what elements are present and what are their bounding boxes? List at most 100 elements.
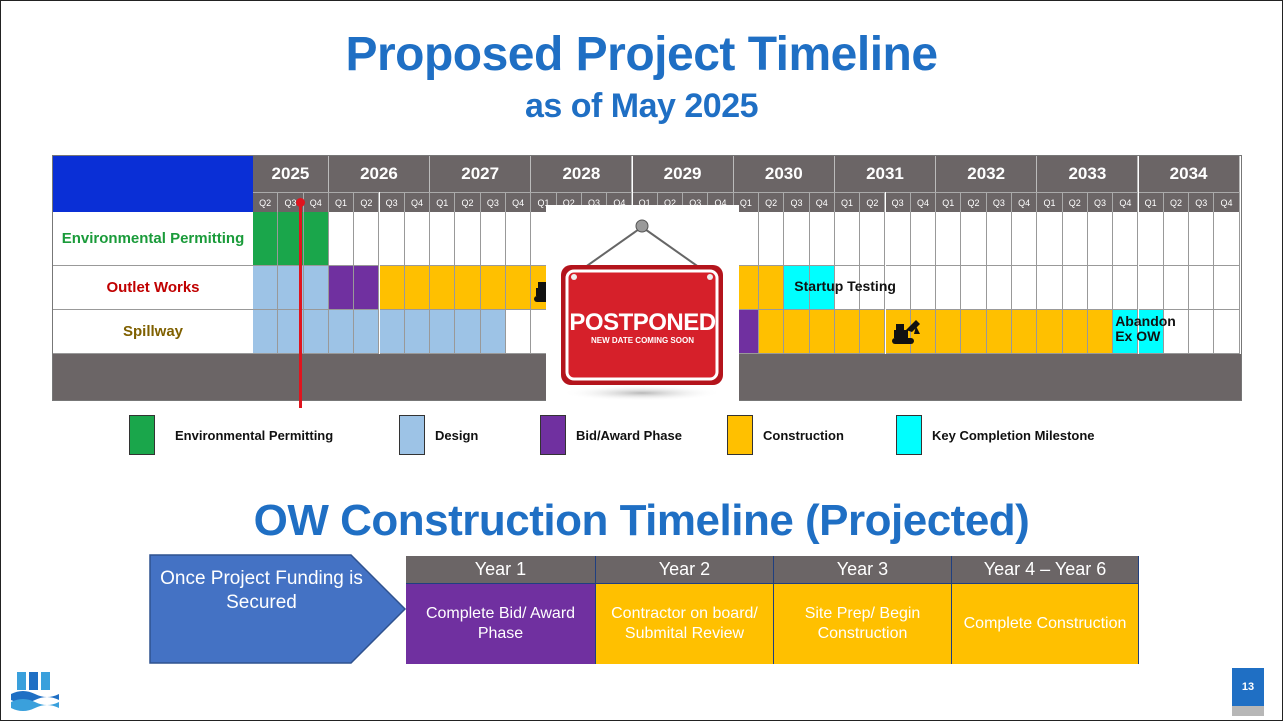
gantt-cell (885, 266, 911, 310)
gantt-cell (379, 310, 405, 354)
gantt-cell (253, 212, 279, 266)
gantt-cell (809, 212, 835, 266)
page-number: 13 (1232, 668, 1264, 706)
ow-timeline-title: OW Construction Timeline (Projected) (253, 496, 1030, 545)
gantt-cell (759, 266, 785, 310)
gantt-cell (1163, 310, 1190, 354)
excavator-icon (890, 318, 922, 346)
gantt-cell (759, 212, 785, 266)
gantt-cell (506, 212, 532, 266)
gantt-cell (1087, 212, 1114, 266)
year-header: 2025 (253, 156, 329, 192)
year-header: 2032 (936, 156, 1038, 192)
quarter-header: Q1 (733, 192, 759, 212)
gantt-cell (986, 266, 1012, 310)
gantt-cell (1138, 310, 1164, 354)
postponed-text: POSTPONED (569, 309, 716, 336)
quarter-header: Q2 (1163, 192, 1190, 212)
gantt-cell (354, 212, 380, 266)
quarter-header: Q1 (1138, 192, 1164, 212)
ow-phase-table: Year 1 Complete Bid/ Award Phase Year 2 … (406, 556, 1139, 664)
legend-label-milestone: Key Completion Milestone (932, 427, 1095, 443)
legend-item-bid: Bid/Award Phase (540, 413, 682, 457)
gantt-cell (784, 212, 810, 266)
year-header: 2026 (328, 156, 431, 192)
gantt-cell (986, 310, 1012, 354)
quarter-header: Q2 (860, 192, 886, 212)
legend-swatch-design (399, 415, 425, 455)
gantt-cell (1037, 266, 1063, 310)
current-date-marker-dot (296, 198, 305, 207)
ow-phase-year3: Year 3 Site Prep/ Begin Construction (774, 556, 952, 664)
ow-phase-body: Contractor on board/ Submital Review (596, 584, 774, 664)
year-header: 2027 (430, 156, 532, 192)
quarter-header: Q1 (834, 192, 861, 212)
current-date-marker-line (299, 202, 302, 408)
gantt-cell (455, 266, 481, 310)
gantt-cell (404, 310, 431, 354)
quarter-header: Q4 (303, 192, 329, 212)
gantt-cell (253, 310, 279, 354)
legend-item-milestone: Key Completion Milestone (896, 413, 1095, 457)
legend-swatch-bid (540, 415, 566, 455)
gantt-cell (430, 212, 456, 266)
gantt-cell (936, 266, 962, 310)
gantt-cell (1062, 212, 1088, 266)
year-header: 2033 (1037, 156, 1139, 192)
quarter-header: Q4 (1012, 192, 1038, 212)
gantt-cell (759, 310, 785, 354)
quarter-header: Q3 (480, 192, 506, 212)
quarter-header: Q2 (1062, 192, 1088, 212)
gantt-cell (328, 266, 355, 310)
gantt-cell (1189, 266, 1215, 310)
gantt-cell (303, 266, 329, 310)
outlet-milestone-label: Startup Testing (794, 278, 896, 294)
ow-phase-year2: Year 2 Contractor on board/ Submital Rev… (596, 556, 774, 664)
gantt-cell (1037, 310, 1063, 354)
gantt-cell (1189, 212, 1215, 266)
year-header: 2034 (1138, 156, 1240, 192)
gantt-cell (455, 310, 481, 354)
gantt-cell (455, 212, 481, 266)
gantt-cell (986, 212, 1012, 266)
gantt-cell (1214, 212, 1240, 266)
quarter-header: Q1 (328, 192, 355, 212)
gantt-cell (809, 310, 835, 354)
page-number-shadow (1232, 706, 1264, 716)
postponed-sign: POSTPONED NEW DATE COMING SOON (546, 205, 739, 401)
gantt-cell (480, 310, 506, 354)
gantt-cell (1163, 212, 1190, 266)
quarter-header: Q4 (404, 192, 431, 212)
slide-subtitle: as of May 2025 (524, 87, 759, 125)
quarter-header: Q2 (961, 192, 987, 212)
gantt-cell (404, 212, 431, 266)
ow-phase-year4-6: Year 4 – Year 6 Complete Construction (952, 556, 1139, 664)
gantt-cell (480, 212, 506, 266)
ow-phase-year1: Year 1 Complete Bid/ Award Phase (406, 556, 596, 664)
quarter-header: Q3 (1087, 192, 1114, 212)
quarter-header: Q1 (936, 192, 962, 212)
gantt-cell (834, 212, 861, 266)
gantt-cell (1012, 266, 1038, 310)
postponed-subtext: NEW DATE COMING SOON (591, 336, 694, 345)
gantt-cell (506, 310, 532, 354)
agency-logo-icon (11, 672, 59, 711)
postponed-sign-graphic (561, 219, 723, 401)
quarter-header: Q4 (809, 192, 835, 212)
gantt-cell (430, 310, 456, 354)
gantt-cell (1138, 212, 1164, 266)
legend-label-env: Environmental Permitting (175, 427, 334, 443)
legend-label-design: Design (435, 427, 479, 443)
quarter-header: Q2 (455, 192, 481, 212)
gantt-cell (303, 310, 329, 354)
gantt-cell (354, 310, 380, 354)
quarter-header: Q2 (759, 192, 785, 212)
gantt-cell (961, 310, 987, 354)
gantt-cell (910, 212, 937, 266)
gantt-cell (1012, 310, 1038, 354)
funding-arrow-shape (149, 554, 407, 664)
gantt-cell (860, 266, 886, 310)
gantt-cell (1062, 266, 1088, 310)
gantt-cell (885, 212, 911, 266)
